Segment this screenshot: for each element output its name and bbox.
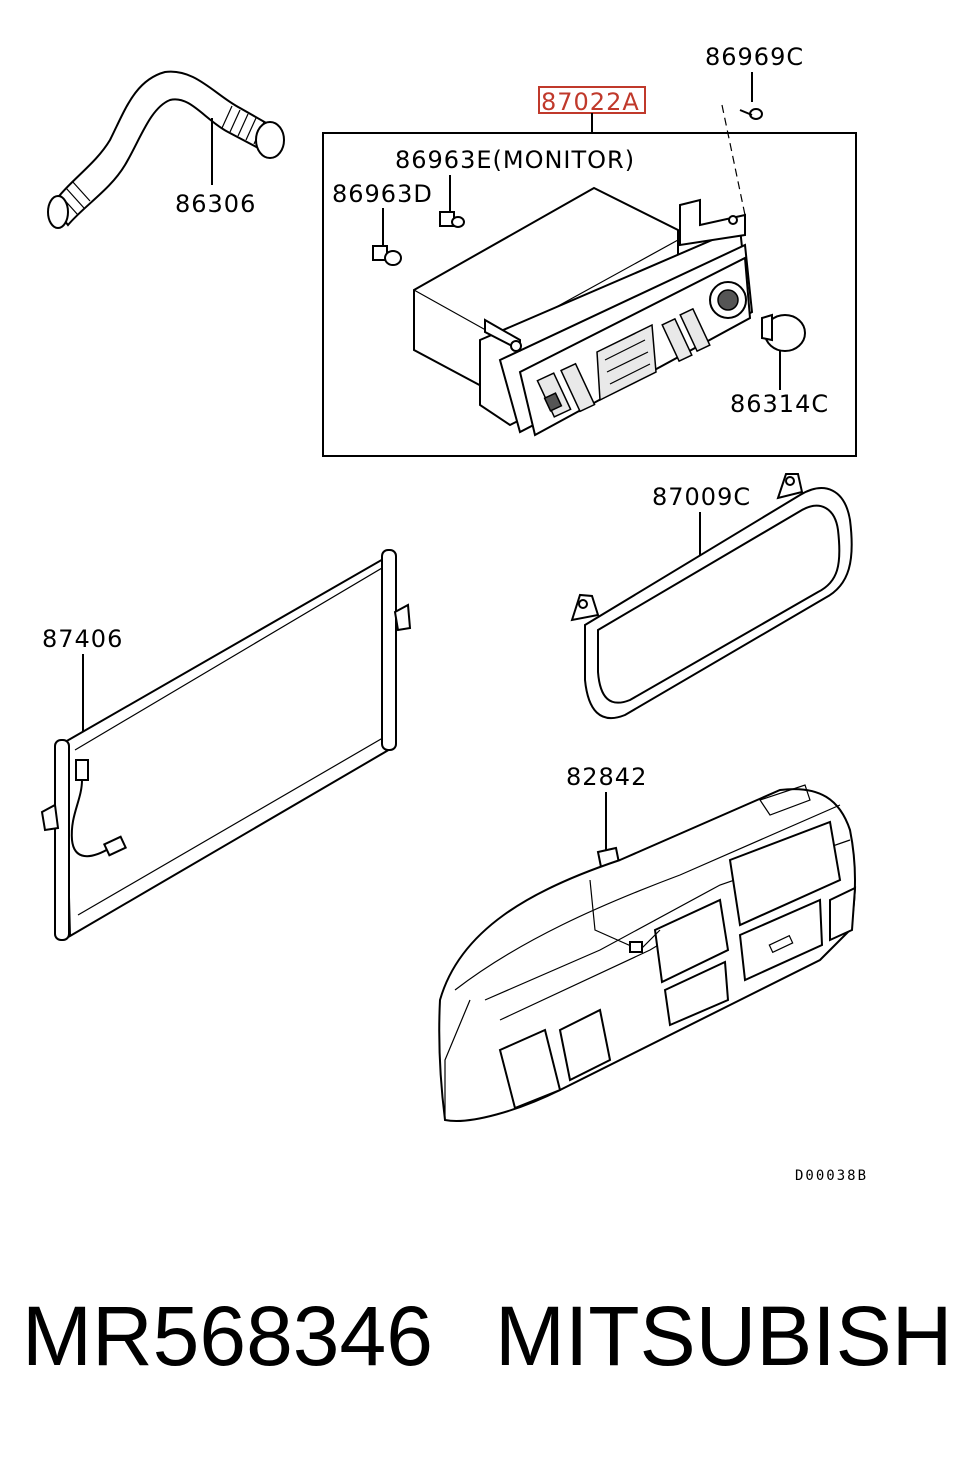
knob-part — [761, 313, 806, 352]
ac-control-unit-part — [413, 186, 754, 437]
hose-part — [47, 70, 285, 229]
control-unit-group-frame — [322, 132, 857, 457]
label-monitor-bulb: 86963E(MONITOR) — [395, 146, 635, 174]
caption-brand: MITSUBISHI — [495, 1289, 960, 1383]
label-panel: 87009C — [652, 483, 751, 511]
label-control-unit: 87022A — [541, 88, 640, 116]
label-hose: 86306 — [175, 190, 256, 218]
caption-part-number: MR568346 — [22, 1289, 433, 1383]
label-dash-clip: 82842 — [566, 763, 647, 791]
label-screw: 86969C — [705, 43, 804, 71]
dashboard-part — [438, 784, 857, 1122]
monitor-bulb-part — [439, 211, 465, 228]
label-knob: 86314C — [730, 390, 829, 418]
drawing-code: D00038B — [795, 1168, 868, 1184]
bulb-part — [372, 245, 402, 266]
label-bulb: 86963D — [332, 180, 433, 208]
label-condenser-sensor: 87406 — [42, 625, 123, 653]
screw-part — [739, 108, 763, 120]
condenser-part — [40, 549, 412, 941]
bezel-panel-part — [570, 473, 853, 720]
